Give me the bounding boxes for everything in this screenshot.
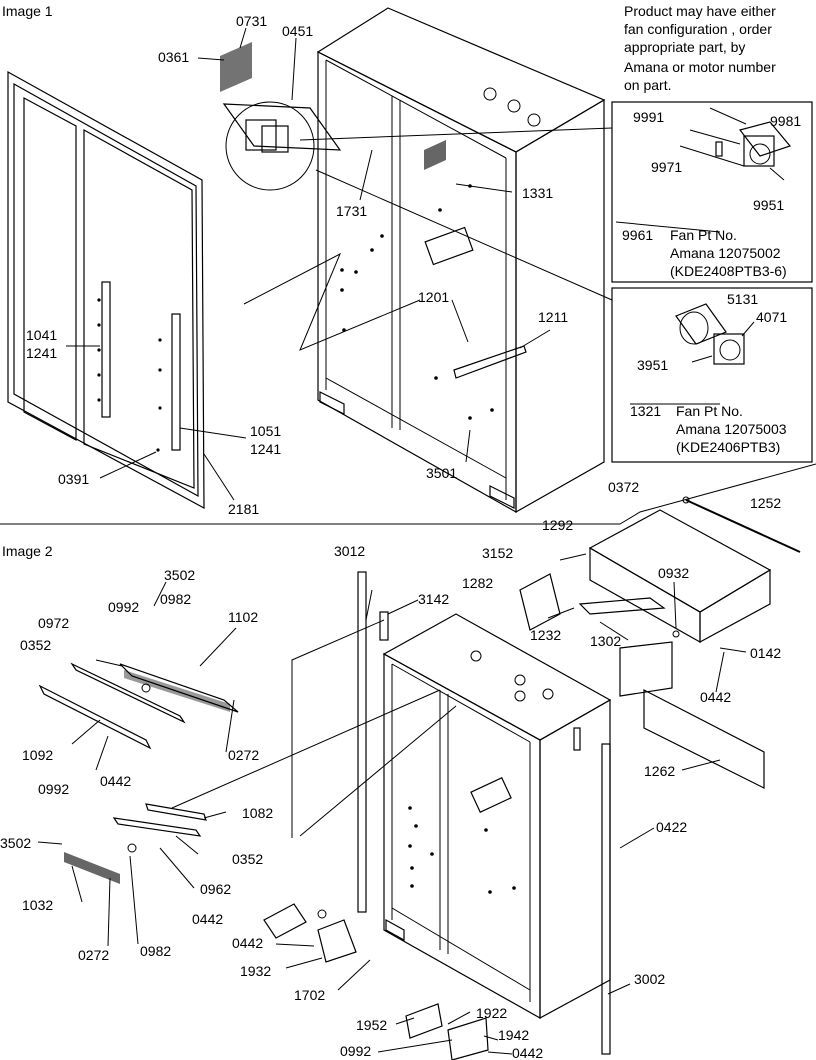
label-1032: 1032 (22, 897, 53, 913)
label-1292: 1292 (542, 517, 573, 533)
note-line-1: Product may have either (624, 3, 776, 19)
label-3152: 3152 (482, 545, 513, 561)
fan2-desc-3: (KDE2406PTB3) (676, 439, 780, 455)
note-line-5: on part. (624, 77, 671, 93)
label-0372: 0372 (608, 479, 639, 495)
door-frame-drawing (7, 70, 205, 510)
label-0962: 0962 (200, 881, 231, 897)
label-0272-b: 0272 (78, 947, 109, 963)
label-1922: 1922 (476, 1005, 507, 1021)
label-3142: 3142 (418, 591, 449, 607)
label-1932: 1932 (240, 963, 271, 979)
cabinet-2-drawing (382, 613, 612, 1020)
label-1302: 1302 (590, 633, 621, 649)
strip-1041 (101, 281, 111, 418)
label-9991: 9991 (633, 109, 664, 125)
strip-1051 (171, 313, 181, 451)
label-1252: 1252 (750, 495, 781, 511)
image2-labels: 3502 0992 0982 0972 1102 0352 1092 0272 … (0, 479, 781, 1060)
fan1-desc-2: Amana 12075002 (670, 245, 781, 261)
label-1041: 1041 (26, 327, 57, 343)
label-1232: 1232 (530, 627, 561, 643)
fan-note: Product may have either fan configuratio… (624, 3, 776, 93)
label-0442-d: 0442 (232, 935, 263, 951)
label-1241-b: 1241 (250, 441, 281, 457)
label-9981: 9981 (770, 113, 801, 129)
label-3951: 3951 (637, 357, 668, 373)
label-0982-b: 0982 (140, 943, 171, 959)
label-0442-c: 0442 (700, 689, 731, 705)
label-1321: 1321 (630, 403, 661, 419)
label-1282: 1282 (462, 575, 493, 591)
label-9951: 9951 (753, 197, 784, 213)
label-1051: 1051 (250, 423, 281, 439)
fan2-desc-2: Amana 12075003 (676, 421, 787, 437)
left-parts-drawing (38, 662, 239, 884)
fan-box-1: 9991 9981 9971 9951 9961 Fan Pt No. Aman… (611, 101, 813, 283)
label-0982-a: 0982 (160, 591, 191, 607)
bottom-brackets (263, 903, 489, 1060)
label-4071: 4071 (756, 309, 787, 325)
label-0352-a: 0352 (20, 637, 51, 653)
note-line-2: fan configuration , order (624, 21, 772, 37)
note-line-3: appropriate part, by (624, 39, 745, 55)
label-1942: 1942 (498, 1027, 529, 1043)
image1-labels: 0361 0731 0451 1731 1331 1041 1241 1201 … (26, 13, 568, 517)
cabinet-1-drawing (316, 7, 606, 514)
section-divider (0, 463, 816, 525)
label-1331: 1331 (522, 185, 553, 201)
label-0992-b: 0992 (38, 781, 69, 797)
strip-3012 (357, 571, 389, 913)
label-0422: 0422 (656, 819, 687, 835)
image2-leader-lines (37, 553, 747, 1055)
label-1092: 1092 (22, 747, 53, 763)
label-3002: 3002 (634, 971, 665, 987)
label-0391: 0391 (58, 471, 89, 487)
label-1201: 1201 (418, 289, 449, 305)
label-0361: 0361 (158, 49, 189, 65)
label-1211: 1211 (538, 309, 568, 325)
fan1-desc-3: (KDE2408PTB3-6) (670, 263, 787, 279)
label-1082: 1082 (242, 805, 273, 821)
label-0442-b: 0442 (192, 911, 223, 927)
label-3502-b: 3502 (0, 835, 31, 851)
image1-heading: Image 1 (2, 3, 53, 19)
label-1952: 1952 (356, 1017, 387, 1033)
note-line-4: Amana or motor number (624, 59, 776, 75)
label-1102: 1102 (228, 609, 258, 625)
label-1241-a: 1241 (26, 345, 57, 361)
label-0272-a: 0272 (228, 747, 259, 763)
label-9961: 9961 (622, 227, 653, 243)
duct-assembly (519, 496, 801, 789)
label-5131: 5131 (727, 291, 758, 307)
label-0731: 0731 (236, 13, 267, 29)
fan2-desc-1: Fan Pt No. (676, 403, 743, 419)
label-0972: 0972 (38, 615, 69, 631)
label-0992-a: 0992 (108, 599, 139, 615)
label-1731: 1731 (336, 203, 367, 219)
label-9971: 9971 (651, 159, 682, 175)
image1-leader-lines (66, 27, 613, 501)
label-3012: 3012 (334, 543, 365, 559)
fan1-desc-1: Fan Pt No. (670, 227, 737, 243)
label-0142: 0142 (750, 645, 781, 661)
label-0451: 0451 (282, 23, 313, 39)
fan-box-2: 5131 4071 3951 1321 Fan Pt No. Amana 120… (611, 287, 813, 463)
label-0992-c: 0992 (340, 1043, 371, 1059)
label-3501: 3501 (426, 465, 457, 481)
label-0442-a: 0442 (100, 773, 131, 789)
label-0352-b: 0352 (232, 851, 263, 867)
label-0442-e: 0442 (512, 1045, 543, 1060)
label-1262: 1262 (644, 763, 675, 779)
image2-heading: Image 2 (2, 543, 53, 559)
label-2181: 2181 (228, 501, 259, 517)
label-0932: 0932 (658, 565, 689, 581)
strip-3002 (573, 727, 611, 1055)
label-1702: 1702 (294, 987, 325, 1003)
label-3502-a: 3502 (164, 567, 195, 583)
